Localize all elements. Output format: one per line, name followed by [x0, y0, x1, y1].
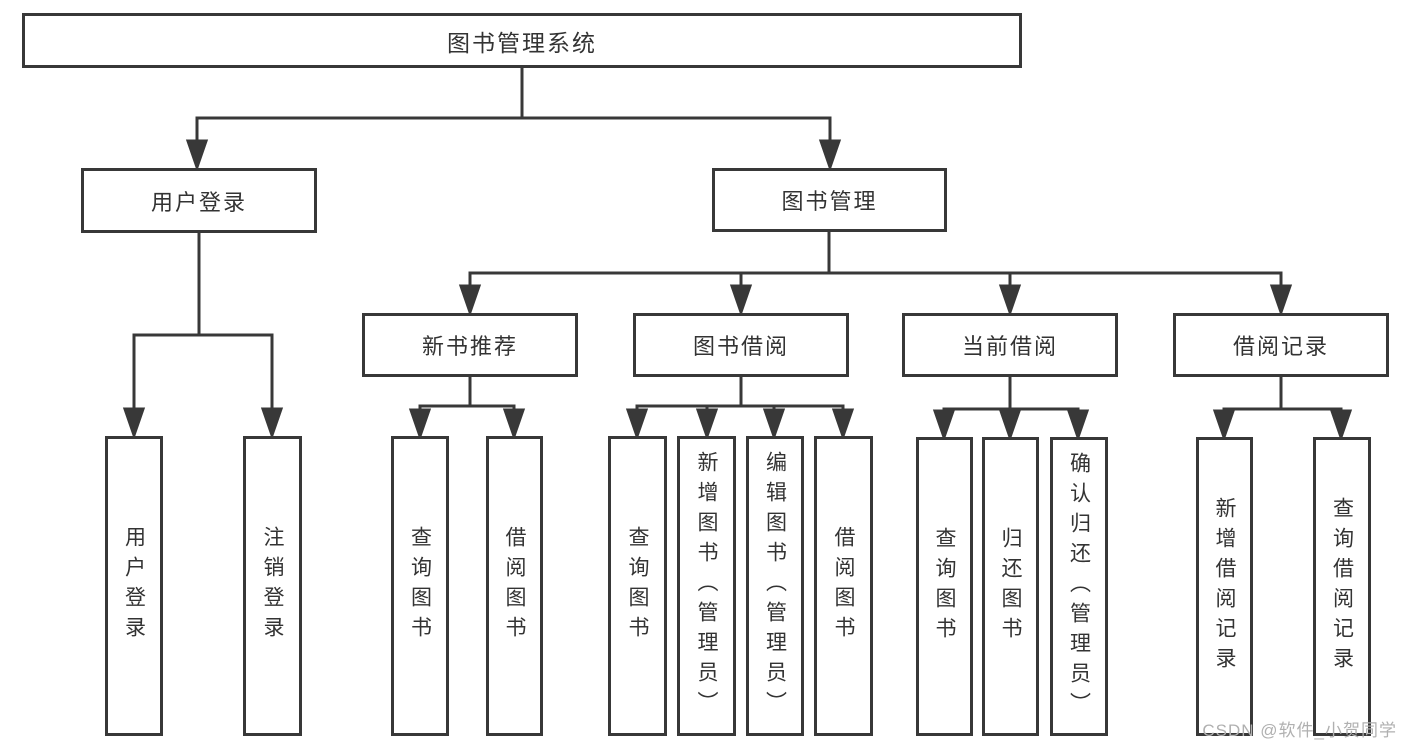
leaf-br-add-record: 新增借阅记录 — [1196, 437, 1253, 736]
leaf-logout-label: 注销登录 — [261, 526, 284, 646]
connector-newbookrec-to-leaves — [408, 377, 526, 441]
leaf-cb-return-book: 归还图书 — [982, 437, 1039, 736]
connector-root-to-level2 — [185, 66, 842, 172]
leaf-bb-query-book: 查询图书 — [608, 436, 667, 736]
leaf-rec-borrow-book: 借阅图书 — [486, 436, 543, 736]
node-root: 图书管理系统 — [22, 13, 1022, 68]
node-book-borrow-label: 图书借阅 — [692, 334, 789, 359]
leaf-bb-add-book: 新增图书（管理员） — [677, 436, 736, 736]
node-user-login-label: 用户登录 — [150, 189, 247, 215]
node-book-management-label: 图书管理 — [781, 189, 878, 214]
leaf-br-add-record-label: 新增借阅记录 — [1213, 496, 1236, 677]
leaf-rec-query-book: 查询图书 — [391, 436, 449, 736]
leaf-rec-borrow-book-label: 借阅图书 — [503, 526, 526, 646]
node-borrow-record: 借阅记录 — [1173, 313, 1389, 377]
leaf-user-login-label: 用户登录 — [122, 526, 146, 646]
leaf-br-query-record: 查询借阅记录 — [1313, 437, 1371, 736]
node-new-book-recommend: 新书推荐 — [362, 313, 578, 377]
node-root-label: 图书管理系统 — [447, 29, 597, 56]
node-borrow-record-label: 借阅记录 — [1232, 334, 1329, 359]
csdn-watermark: CSDN @软件_小贺同学 — [1202, 721, 1397, 740]
leaf-user-login: 用户登录 — [105, 436, 163, 736]
leaf-cb-confirm-return-label: 确认归还（管理员） — [1067, 451, 1091, 722]
leaf-cb-return-book-label: 归还图书 — [999, 526, 1022, 647]
node-current-borrow-label: 当前借阅 — [961, 334, 1058, 359]
node-book-borrow: 图书借阅 — [633, 313, 849, 377]
leaf-bb-edit-book-label: 编辑图书（管理员） — [763, 451, 787, 721]
leaf-cb-query-book: 查询图书 — [916, 437, 973, 736]
leaf-bb-edit-book: 编辑图书（管理员） — [746, 436, 804, 736]
leaf-bb-borrow-book-label: 借阅图书 — [832, 526, 855, 646]
node-new-book-recommend-label: 新书推荐 — [421, 334, 518, 359]
leaf-bb-borrow-book: 借阅图书 — [814, 436, 873, 736]
leaf-cb-confirm-return: 确认归还（管理员） — [1050, 437, 1108, 736]
connector-currentborrow-to-leaves — [932, 377, 1090, 442]
connector-bookborrow-to-leaves — [625, 377, 855, 441]
node-current-borrow: 当前借阅 — [902, 313, 1118, 377]
leaf-bb-query-book-label: 查询图书 — [626, 526, 649, 646]
connector-borrowrecord-to-leaves — [1212, 377, 1353, 442]
leaf-bb-add-book-label: 新增图书（管理员） — [695, 451, 718, 721]
leaf-rec-query-book-label: 查询图书 — [408, 526, 432, 646]
connector-userlogin-to-leaves — [122, 233, 284, 440]
node-user-login: 用户登录 — [81, 168, 317, 233]
leaf-logout: 注销登录 — [243, 436, 302, 736]
connector-bookmgmt-to-level3 — [458, 231, 1293, 317]
leaf-br-query-record-label: 查询借阅记录 — [1330, 496, 1354, 677]
node-book-management: 图书管理 — [712, 168, 947, 232]
leaf-cb-query-book-label: 查询图书 — [933, 526, 956, 647]
